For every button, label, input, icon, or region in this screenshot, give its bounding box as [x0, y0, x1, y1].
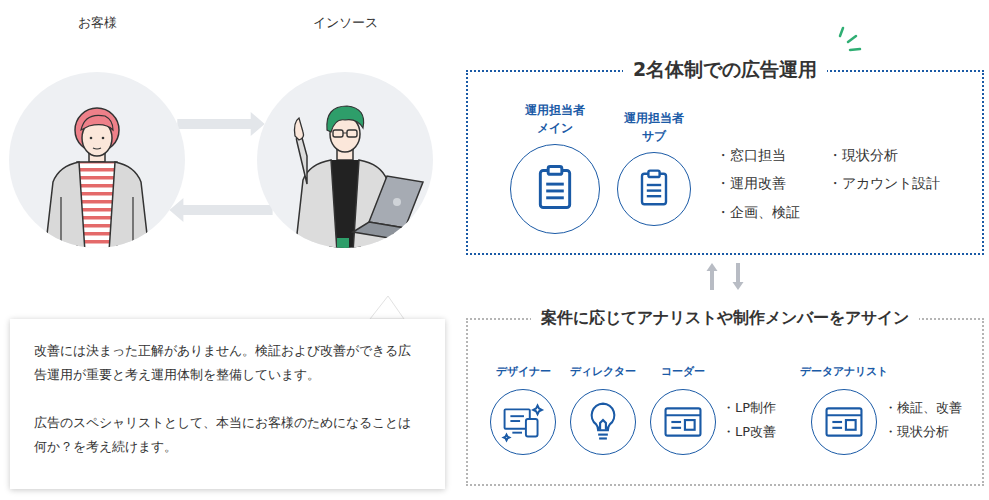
arrow-shape — [169, 198, 272, 222]
bullet-item: ・LP改善 — [722, 422, 776, 442]
bullet-item: ・企画、検証 — [716, 202, 800, 222]
role-label: インソース — [237, 14, 453, 32]
bullet-item: ・窓口担当 — [716, 145, 786, 165]
role-name: データアナリスト — [789, 363, 899, 380]
role-name: ディレクター — [548, 363, 658, 380]
role-circle: 運用担当者 メイン — [510, 144, 600, 234]
connector-arrow — [733, 263, 744, 290]
arrow-shape — [707, 263, 718, 290]
connector-arrow — [169, 198, 272, 222]
role-circle: 運用担当者 サブ — [617, 152, 691, 226]
bullet-item: ・現状分析 — [884, 422, 949, 442]
bullet-item: ・検証、改善 — [884, 398, 962, 418]
panel-title: 2名体制での広告運用 — [468, 58, 982, 81]
role-circle: デザイナー — [490, 389, 556, 455]
role-circle: コーダー — [650, 389, 716, 455]
connector-arrow — [707, 263, 718, 290]
bullet-item: ・現状分析 — [828, 145, 898, 165]
speech-bubble: 改善には決まった正解がありません。検証および改善ができる広告運用が重要と考え運用… — [10, 319, 445, 489]
role-label: お客様 — [0, 14, 205, 32]
person-circle: お客様 — [9, 72, 185, 248]
panel-title: 案件に応じてアナリストや制作メンバーをアサイン — [468, 308, 982, 328]
role-icon-graphic — [651, 390, 715, 454]
role-icon-graphic — [618, 153, 690, 225]
role-icon-graphic — [812, 390, 876, 454]
bubble-paragraph: 広告のスペシャリストとして、本当にお客様のためになることは何か？を考え続けます。 — [34, 411, 421, 459]
accent-marks — [840, 28, 860, 50]
role-circle: ディレクター — [570, 389, 636, 455]
bullet-item: ・アカウント設計 — [828, 173, 940, 193]
person-illustration — [9, 72, 185, 248]
role-icon-graphic — [491, 390, 555, 454]
role-name: コーダー — [628, 363, 738, 380]
bullet-item: ・運用改善 — [716, 173, 786, 193]
role-name: 運用担当者 サブ — [612, 109, 696, 145]
bubble-paragraph: 改善には決まった正解がありません。検証および改善ができる広告運用が重要と考え運用… — [34, 339, 421, 387]
role-name: デザイナー — [468, 363, 578, 380]
role-name: 運用担当者 メイン — [513, 101, 597, 137]
person-circle: インソース — [257, 72, 433, 248]
role-circle: データアナリスト — [811, 389, 877, 455]
person-illustration — [257, 72, 433, 248]
bubble-pointer — [370, 296, 404, 319]
bullet-item: ・LP制作 — [722, 398, 776, 418]
role-icon-graphic — [571, 390, 635, 454]
arrow-shape — [733, 263, 744, 290]
connector-arrow — [177, 112, 264, 136]
arrow-shape — [177, 112, 264, 136]
role-icon-graphic — [511, 145, 599, 233]
